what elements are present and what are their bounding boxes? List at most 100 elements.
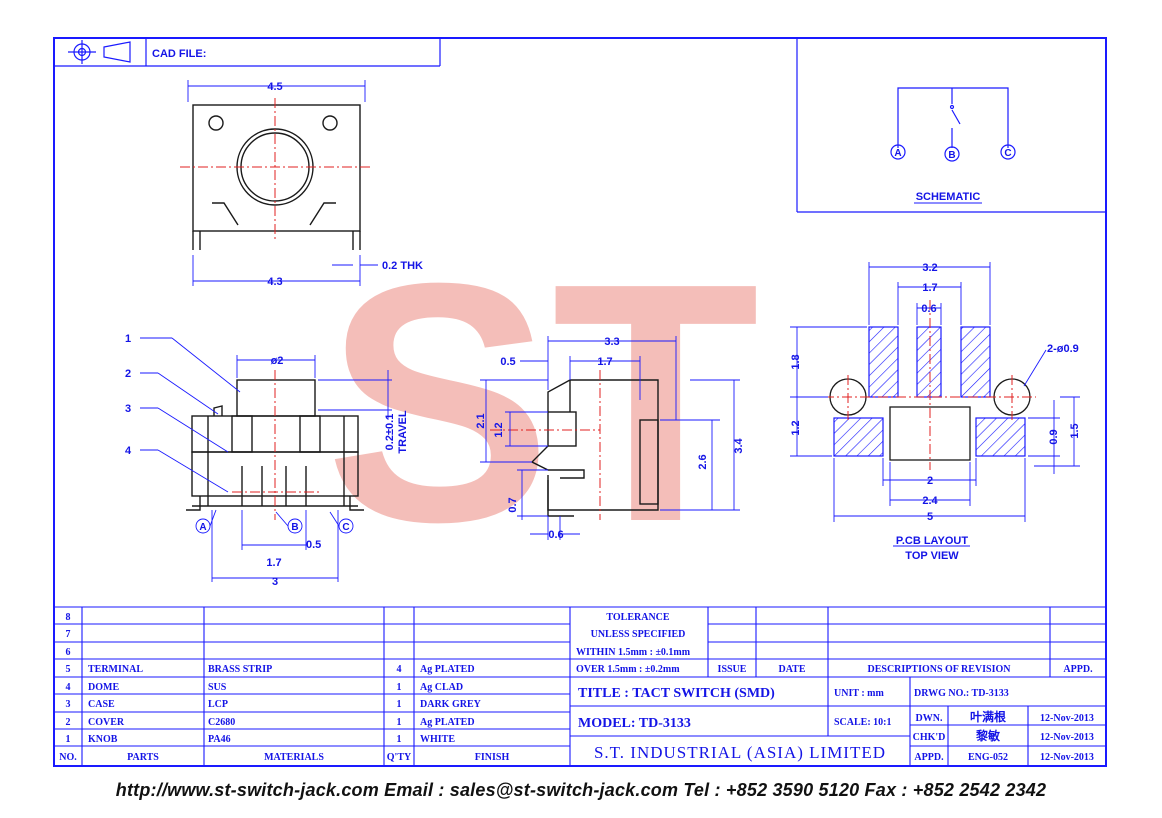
pcb-holes: 2-ø0.9 — [1047, 343, 1079, 355]
schematic-terminal-b: B — [948, 150, 955, 161]
header-parts: PARTS — [127, 752, 159, 763]
date-header: DATE — [778, 664, 805, 675]
row-no: 7 — [66, 629, 71, 640]
tolerance-l2: UNLESS SPECIFIED — [591, 629, 686, 640]
row-finish: WHITE — [420, 734, 455, 745]
row-no: 8 — [66, 612, 71, 623]
dim-end-3-4: 3.4 — [733, 437, 745, 453]
dim-end-0-7: 0.7 — [507, 497, 519, 512]
appd-date: 12-Nov-2013 — [1040, 752, 1094, 763]
side-view-dims — [140, 337, 392, 582]
end-view-drawing — [530, 379, 659, 517]
schematic-terminal-a: A — [894, 148, 901, 159]
dim-pin-pitch: 1.7 — [266, 557, 281, 569]
dim-thickness: 0.2 THK — [382, 260, 423, 272]
pcb-dim-3-2: 3.2 — [922, 262, 937, 274]
row-material: C2680 — [208, 717, 235, 728]
dim-bottom-width: 4.3 — [267, 276, 282, 288]
row-part: KNOB — [88, 734, 118, 745]
terminal-c-label: C — [342, 522, 349, 533]
row-no: 5 — [66, 664, 71, 675]
row-qty: 1 — [397, 717, 402, 728]
tolerance-l4: OVER 1.5mm : ±0.2mm — [576, 664, 680, 675]
pcb-dim-1-2: 1.2 — [790, 420, 802, 435]
watermark-text: ST — [325, 213, 759, 593]
dim-end-2-1: 2.1 — [475, 413, 487, 428]
dim-travel-label: TRAVEL — [397, 410, 409, 453]
header-finish: FINISH — [475, 752, 510, 763]
dim-knob-dia: ø2 — [271, 355, 284, 367]
schematic-box — [796, 38, 1106, 213]
pcb-layout-subtitle: TOP VIEW — [905, 550, 959, 562]
row-no: 4 — [66, 682, 71, 693]
dwn-name: 叶满根 — [970, 709, 1006, 724]
dim-end-0-5: 0.5 — [500, 356, 515, 368]
chkd-date: 12-Nov-2013 — [1040, 732, 1094, 743]
row-finish: Ag PLATED — [420, 717, 475, 728]
pcb-dim-0-9: 0.9 — [1048, 429, 1060, 444]
title-block: TOLERANCE UNLESS SPECIFIED WITHIN 1.5mm … — [576, 612, 1094, 763]
unit: UNIT : mm — [834, 688, 884, 699]
pcb-dim-2: 2 — [927, 475, 933, 487]
row-part: CASE — [88, 699, 115, 710]
descriptions-header: DESCRIPTIONS OF REVISION — [868, 664, 1012, 675]
row-part: TERMINAL — [88, 664, 143, 675]
pcb-layout-drawing — [829, 326, 1031, 461]
row-part: COVER — [88, 717, 125, 728]
terminal-b-label: B — [291, 522, 298, 533]
top-view-dims — [187, 80, 378, 286]
row-finish: Ag CLAD — [420, 682, 463, 693]
row-qty: 1 — [397, 734, 402, 745]
dim-end-1-7: 1.7 — [597, 356, 612, 368]
row-no: 1 — [66, 734, 71, 745]
header-materials: MATERIALS — [264, 752, 324, 763]
row-finish: DARK GREY — [420, 699, 482, 710]
dim-travel-value: 0.2±0.1 — [384, 414, 396, 451]
row-finish: Ag PLATED — [420, 664, 475, 675]
row-part: DOME — [88, 682, 119, 693]
header-no: NO. — [59, 752, 77, 763]
appd-name: ENG-052 — [968, 752, 1008, 763]
end-view-dims — [480, 336, 740, 540]
row-no: 3 — [66, 699, 71, 710]
row-qty: 1 — [397, 699, 402, 710]
scale: SCALE: 10:1 — [834, 717, 892, 728]
appd-label: APPD. — [914, 752, 944, 763]
terminal-a-label: A — [199, 522, 206, 533]
callout-1: 1 — [125, 333, 131, 345]
row-material: LCP — [208, 699, 228, 710]
chkd-label: CHK'D — [913, 732, 946, 743]
dim-end-0-6: 0.6 — [548, 529, 563, 541]
callout-3: 3 — [125, 403, 131, 415]
top-view-centerlines — [180, 98, 372, 240]
pcb-layout-title: P.CB LAYOUT — [896, 535, 968, 547]
issue-header: ISSUE — [718, 664, 747, 675]
pcb-dim-1-7: 1.7 — [922, 282, 937, 294]
company-name: S.T. INDUSTRIAL (ASIA) LIMITED — [594, 743, 886, 762]
dwn-label: DWN. — [916, 713, 943, 724]
row-material: SUS — [208, 682, 227, 693]
dim-end-2-6: 2.6 — [697, 454, 709, 469]
tolerance-l1: TOLERANCE — [606, 612, 669, 623]
dim-pin-offset: 0.5 — [306, 539, 321, 551]
dim-end-1-2: 1.2 — [493, 422, 505, 437]
dwn-date: 12-Nov-2013 — [1040, 713, 1094, 724]
drawing-title: TITLE : TACT SWITCH (SMD) — [578, 686, 775, 701]
watermark-logo: ST — [325, 213, 759, 593]
row-material: BRASS STRIP — [208, 664, 272, 675]
pcb-dim-2-4: 2.4 — [922, 495, 938, 507]
schematic-label: SCHEMATIC — [916, 191, 981, 203]
pcb-dim-1-5: 1.5 — [1069, 423, 1081, 438]
drawing-number: DRWG NO.: TD-3133 — [914, 688, 1009, 699]
row-qty: 4 — [397, 664, 402, 675]
header-qty: Q'TY — [387, 752, 412, 763]
header-bar — [54, 38, 441, 67]
schematic-terminal-c: C — [1004, 148, 1011, 159]
appd-header: APPD. — [1063, 664, 1093, 675]
pcb-dim-5: 5 — [927, 511, 933, 523]
row-qty: 1 — [397, 682, 402, 693]
contact-footer: http://www.st-switch-jack.com Email : sa… — [115, 780, 1047, 800]
pcb-dims — [790, 262, 1080, 547]
sheet-border — [53, 37, 1107, 767]
